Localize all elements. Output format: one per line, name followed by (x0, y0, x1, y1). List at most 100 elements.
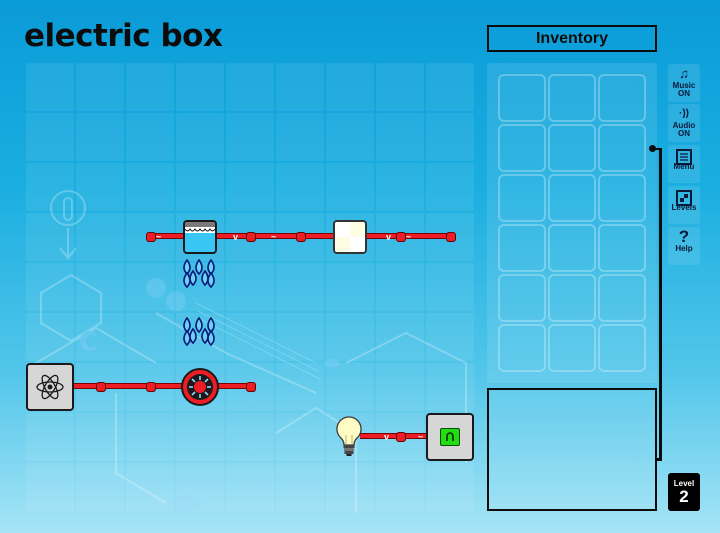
wire-bottom[interactable] (360, 433, 430, 439)
board-cell[interactable] (426, 113, 474, 161)
board-cell[interactable] (226, 313, 274, 361)
board-cell[interactable] (176, 413, 224, 461)
board-cell[interactable] (26, 263, 74, 311)
wire-middle[interactable] (70, 383, 250, 389)
board-cell[interactable] (226, 463, 274, 511)
board-cell[interactable] (126, 263, 174, 311)
water-tank[interactable] (183, 220, 217, 254)
game-board[interactable]: ~ v ~ v ~ (26, 63, 476, 513)
board-cell[interactable] (76, 163, 124, 211)
board-cell[interactable] (276, 263, 324, 311)
board-cell[interactable] (326, 363, 374, 411)
inventory-slot[interactable] (598, 324, 646, 372)
board-cell[interactable] (326, 163, 374, 211)
board-cell[interactable] (126, 113, 174, 161)
board-cell[interactable] (76, 263, 124, 311)
levels-button[interactable]: Levels (668, 186, 700, 224)
board-cell[interactable] (276, 313, 324, 361)
board-cell[interactable] (376, 463, 424, 511)
board-cell[interactable] (26, 213, 74, 261)
board-cell[interactable] (376, 63, 424, 111)
board-cell[interactable] (176, 113, 224, 161)
wire-node[interactable] (146, 382, 156, 392)
board-cell[interactable] (376, 113, 424, 161)
board-cell[interactable] (126, 63, 174, 111)
inventory-slot[interactable] (598, 274, 646, 322)
board-cell[interactable] (76, 113, 124, 161)
board-cell[interactable] (26, 413, 74, 461)
board-cell[interactable] (326, 63, 374, 111)
board-cell[interactable] (426, 313, 474, 361)
wire-node[interactable] (396, 232, 406, 242)
board-cell[interactable] (26, 113, 74, 161)
inventory-slot[interactable] (598, 74, 646, 122)
inventory-slot[interactable] (498, 174, 546, 222)
board-cell[interactable] (26, 163, 74, 211)
light-sensor-block[interactable] (333, 220, 367, 254)
board-cell[interactable] (76, 413, 124, 461)
power-switch-box[interactable] (426, 413, 474, 461)
board-cell[interactable] (326, 463, 374, 511)
wire-node[interactable] (396, 432, 406, 442)
wire-node[interactable] (296, 232, 306, 242)
water-turbine[interactable] (180, 367, 220, 407)
board-cell[interactable] (76, 63, 124, 111)
inventory-panel[interactable] (487, 63, 657, 383)
board-cell[interactable] (176, 463, 224, 511)
board-cell[interactable] (176, 63, 224, 111)
inventory-slot[interactable] (598, 124, 646, 172)
board-cell[interactable] (276, 163, 324, 211)
board-cell[interactable] (226, 63, 274, 111)
board-cell[interactable] (376, 313, 424, 361)
board-cell[interactable] (126, 313, 174, 361)
board-cell[interactable] (226, 113, 274, 161)
inventory-slot[interactable] (548, 224, 596, 272)
power-switch-button[interactable] (440, 428, 460, 446)
board-cell[interactable] (426, 363, 474, 411)
board-cell[interactable] (376, 263, 424, 311)
inventory-slot[interactable] (548, 324, 596, 372)
wire-node[interactable] (146, 232, 156, 242)
board-cell[interactable] (276, 113, 324, 161)
board-cell[interactable] (276, 363, 324, 411)
board-cell[interactable] (426, 163, 474, 211)
board-cell[interactable] (226, 413, 274, 461)
inventory-slot[interactable] (498, 224, 546, 272)
wire-node[interactable] (96, 382, 106, 392)
inventory-slot[interactable] (548, 174, 596, 222)
wire-node[interactable] (246, 382, 256, 392)
board-cell[interactable] (326, 313, 374, 361)
board-cell[interactable] (326, 263, 374, 311)
board-cell[interactable] (76, 313, 124, 361)
inventory-slot[interactable] (498, 74, 546, 122)
inventory-slot[interactable] (598, 174, 646, 222)
board-cell[interactable] (276, 63, 324, 111)
inventory-slot[interactable] (598, 224, 646, 272)
inventory-slot[interactable] (548, 124, 596, 172)
board-cell[interactable] (276, 413, 324, 461)
board-cell[interactable] (76, 213, 124, 261)
board-cell[interactable] (26, 313, 74, 361)
board-cell[interactable] (426, 63, 474, 111)
atom-power-source[interactable] (26, 363, 74, 411)
board-cell[interactable] (76, 463, 124, 511)
board-cell[interactable] (376, 163, 424, 211)
light-bulb[interactable] (334, 415, 364, 459)
board-cell[interactable] (276, 463, 324, 511)
inventory-slot[interactable] (498, 124, 546, 172)
audio-toggle-button[interactable]: ·)) Audio ON (668, 104, 700, 142)
board-cell[interactable] (26, 463, 74, 511)
help-button[interactable]: ? Help (668, 227, 700, 265)
board-cell[interactable] (126, 163, 174, 211)
board-cell[interactable] (226, 163, 274, 211)
menu-button[interactable]: Menu (668, 145, 700, 183)
board-cell[interactable] (126, 463, 174, 511)
music-toggle-button[interactable]: ♫ Music ON (668, 64, 700, 102)
board-cell[interactable] (426, 263, 474, 311)
board-cell[interactable] (26, 63, 74, 111)
board-cell[interactable] (376, 363, 424, 411)
inventory-slot[interactable] (498, 274, 546, 322)
wire-node[interactable] (446, 232, 456, 242)
board-cell[interactable] (176, 163, 224, 211)
board-cell[interactable] (426, 463, 474, 511)
